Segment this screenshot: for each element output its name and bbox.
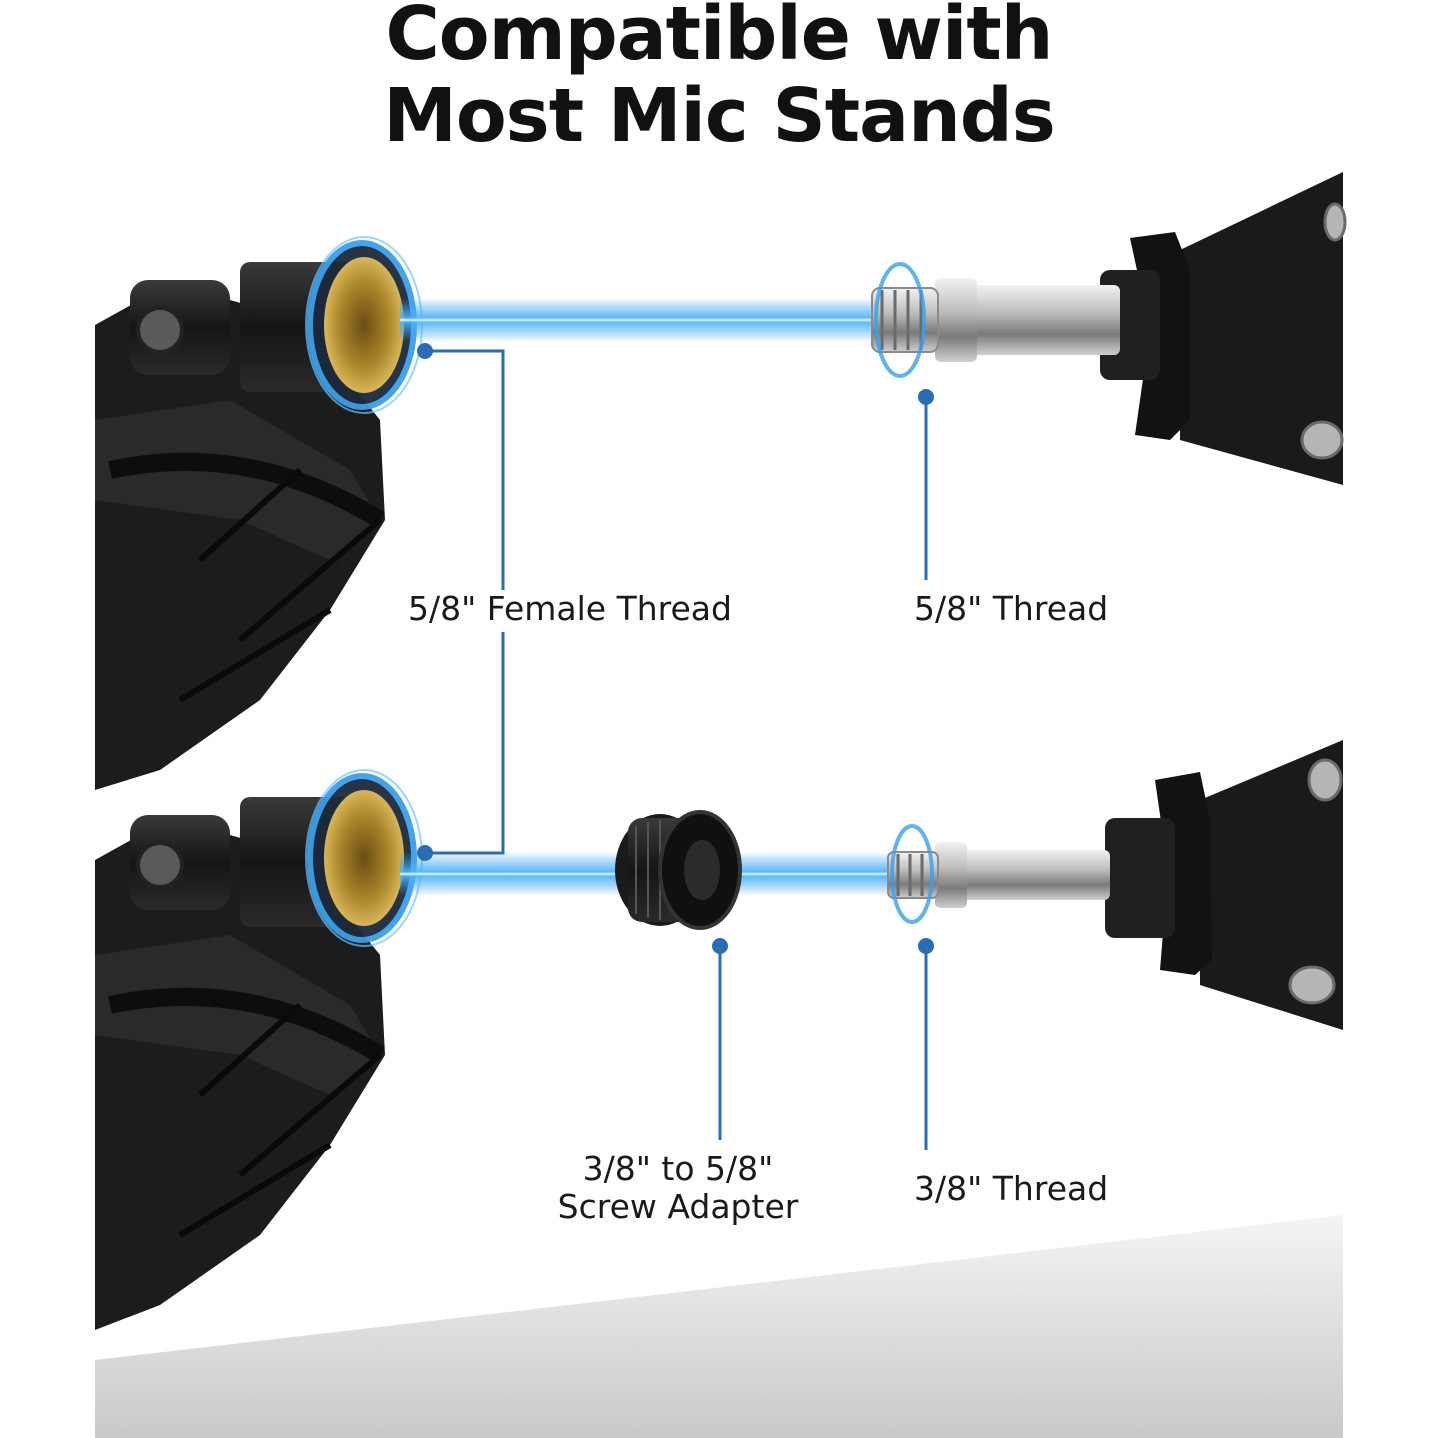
female-thread-bottom (324, 790, 404, 926)
label-58-thread: 5/8" Thread (914, 589, 1109, 628)
headline-line-1: Compatible with (385, 0, 1054, 77)
callout-dot (417, 845, 433, 861)
label-female-thread: 5/8" Female Thread (408, 589, 732, 628)
shock-mount-bottom (95, 769, 423, 1330)
headline-line-2: Most Mic Stands (383, 73, 1056, 159)
knob-icon (136, 841, 184, 889)
callout-dot (712, 938, 728, 954)
screw-adapter (615, 810, 742, 930)
bolt-icon (1288, 965, 1336, 1005)
bolt-icon (1307, 758, 1343, 802)
shock-mount-top (95, 236, 423, 790)
female-thread-top (324, 257, 404, 393)
callout-dot (918, 389, 934, 405)
stud-thread-bottom (887, 851, 939, 899)
callout-dots (417, 343, 934, 954)
boom-arm-top (871, 172, 1347, 485)
callout-lines (425, 349, 928, 1150)
bolt-icon (1323, 202, 1347, 242)
callout-dot (417, 343, 433, 359)
connection-beam-top (400, 298, 880, 342)
knob-icon (136, 306, 184, 354)
label-adapter-line-2: Screw Adapter (557, 1187, 799, 1226)
label-38-thread: 3/8" Thread (914, 1169, 1109, 1208)
callout-dot (918, 938, 934, 954)
boom-arm-bottom (887, 740, 1343, 1030)
bolt-icon (1300, 420, 1344, 460)
table-surface (95, 1215, 1343, 1438)
label-adapter-line-1: 3/8" to 5/8" (582, 1149, 774, 1188)
